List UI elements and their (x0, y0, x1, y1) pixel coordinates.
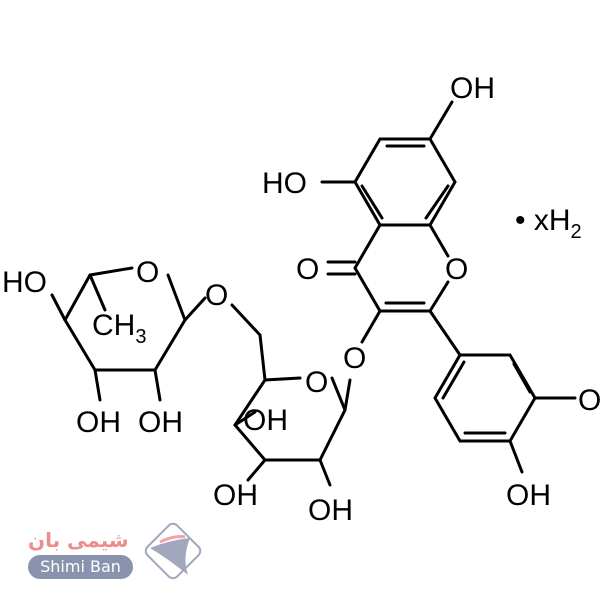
label-rha-ring-o: O (136, 256, 159, 289)
label-rha-oh-3: OH (76, 406, 121, 439)
label-ho-5: HO (262, 167, 307, 200)
bonds (50, 100, 577, 487)
label-3-o: O (343, 342, 366, 375)
watermark-persian-text: شیمی بان (28, 528, 129, 552)
label-rha-oh-2: OH (138, 406, 183, 439)
label-glc-oh-2: OH (308, 494, 353, 527)
label-hydrate: • xH2 (515, 204, 582, 243)
label-3p-o: O (578, 384, 600, 417)
label-glc-oh-4: OH (243, 404, 288, 437)
label-oh-7: OH (450, 72, 495, 105)
atom-labels: OH HO O O • xH2 O O OH O OH OH OH O O HO… (2, 72, 600, 527)
label-carbonyl-o: O (296, 253, 319, 286)
label-glc-oh-3: OH (213, 479, 258, 512)
watermark-latin-text: Shimi Ban (28, 555, 133, 579)
watermark-hand-icon (144, 522, 202, 580)
label-rha-ho: HO (2, 266, 47, 299)
label-link-o: O (205, 279, 228, 312)
label-4p-oh: OH (506, 479, 551, 512)
label-ring-o: O (445, 253, 468, 286)
label-glc-ring-o: O (305, 366, 328, 399)
label-rha-ch3: CH3 (92, 309, 146, 348)
